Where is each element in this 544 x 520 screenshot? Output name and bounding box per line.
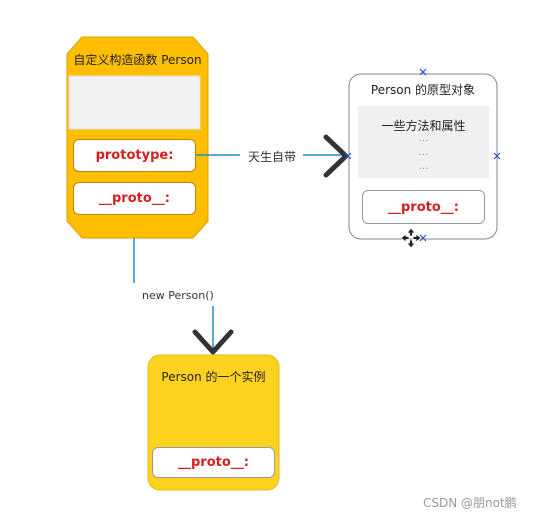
move-cursor-icon xyxy=(400,227,422,249)
watermark: CSDN @朋not鹏 xyxy=(423,496,517,510)
instance-proto-field[interactable]: __proto__: xyxy=(152,447,275,478)
prototype-ellipsis-list: … … … xyxy=(358,133,489,173)
prototype-object-proto-field[interactable]: __proto__: xyxy=(362,190,485,224)
constructor-title: 自定义构造函数 Person xyxy=(73,53,202,67)
ellipsis-line: … xyxy=(418,133,429,144)
prototype-methods-panel xyxy=(358,106,489,178)
constructor-proto-field[interactable]: __proto__: xyxy=(73,182,196,215)
edge-label-born-with: 天生自带 xyxy=(248,150,297,164)
prototype-object-title: Person 的原型对象 xyxy=(370,83,476,97)
edge-label-new-person: new Person() xyxy=(142,289,214,302)
ellipsis-line: … xyxy=(418,147,429,158)
constructor-panel xyxy=(68,75,201,130)
constructor-prototype-field[interactable]: prototype: xyxy=(73,139,196,172)
selection-handle-icons xyxy=(344,68,501,242)
instance-title: Person 的一个实例 xyxy=(161,370,266,384)
arrow-head-down-icon xyxy=(192,329,234,355)
arrow-head-right-icon xyxy=(323,134,349,178)
ellipsis-line: … xyxy=(418,161,429,172)
prototype-methods-label: 一些方法和属性 xyxy=(381,119,466,133)
